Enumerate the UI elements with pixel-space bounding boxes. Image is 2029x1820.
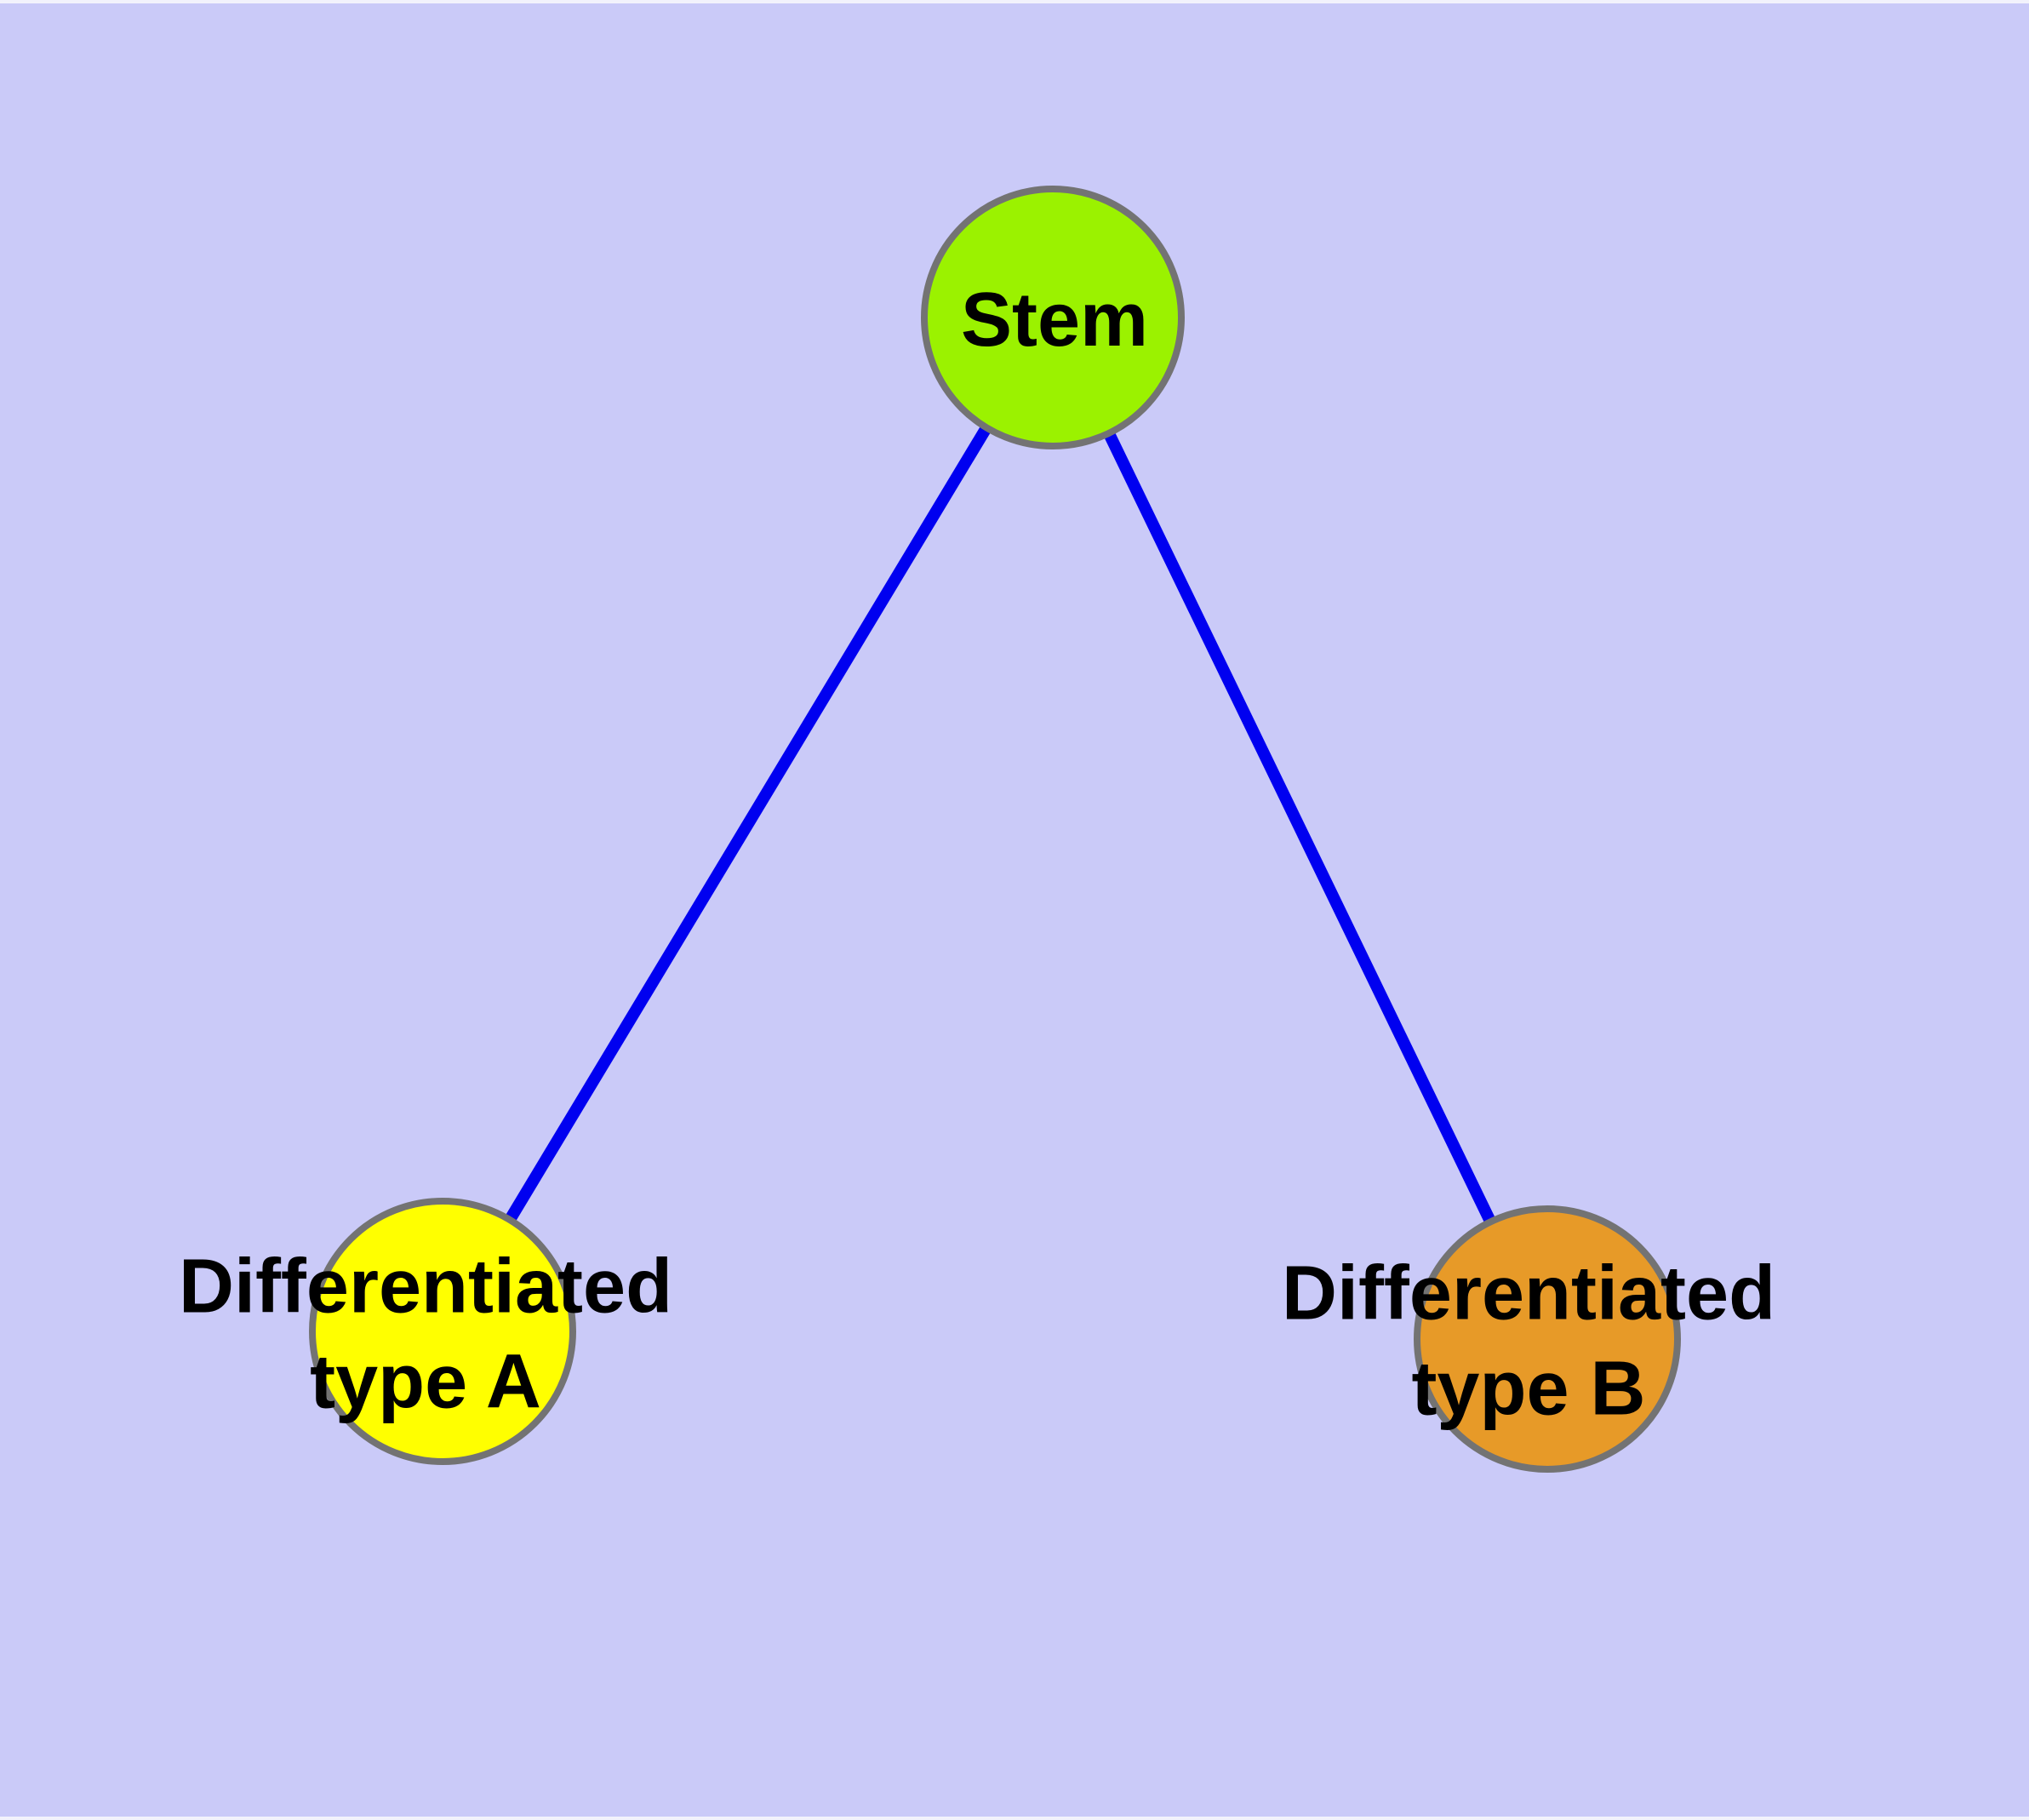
node-type-b-label-line-1: Differentiated — [1281, 1251, 1776, 1336]
window-bottom-highlight — [0, 1817, 2029, 1820]
node-type-a-label-line-2: type A — [310, 1339, 541, 1424]
edge-stem-to-type-a — [437, 314, 1058, 1335]
node-type-b-circle[interactable] — [1414, 1205, 1681, 1473]
node-type-a-label: Differentiated type A — [179, 1239, 672, 1429]
node-type-a-circle[interactable] — [309, 1198, 576, 1465]
node-type-b-label-line-2: type B — [1411, 1346, 1646, 1431]
edge-stem-to-type-b — [1047, 314, 1553, 1342]
node-type-a-label-line-1: Differentiated — [178, 1244, 673, 1330]
node-stem-label: Stem — [961, 273, 1148, 369]
window-top-highlight — [0, 0, 2029, 3]
node-stem-label-line: Stem — [960, 278, 1149, 363]
node-stem-circle[interactable] — [921, 186, 1185, 449]
node-type-b-label: Differentiated type B — [1282, 1246, 1775, 1436]
